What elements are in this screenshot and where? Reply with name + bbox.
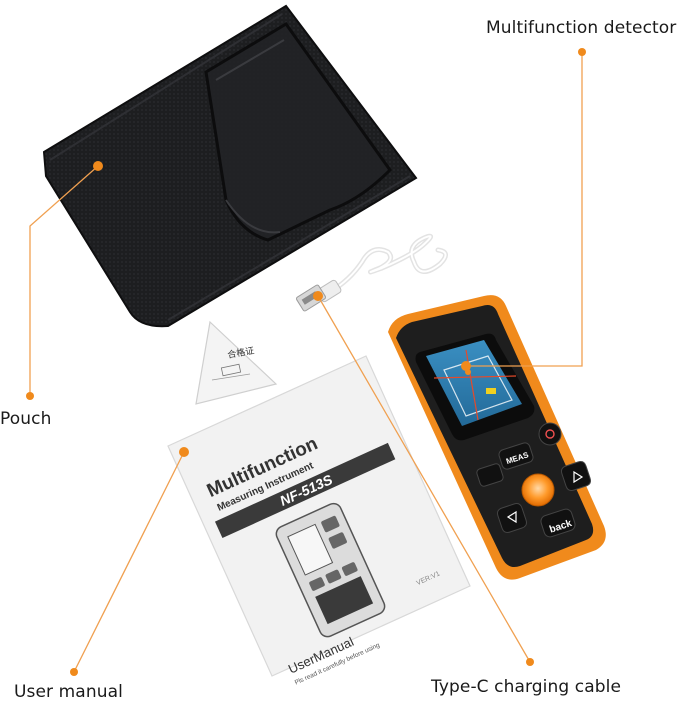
meas-button[interactable]: MEAS xyxy=(498,442,535,471)
callout-dots xyxy=(26,48,586,676)
user-manual: Multifunction Measuring Instrument NF-51… xyxy=(167,355,471,687)
certificate-text: 合格证 xyxy=(226,344,255,360)
pouch xyxy=(42,4,418,328)
left-arrow-button[interactable] xyxy=(497,503,527,533)
left-arrow-icon xyxy=(506,510,517,524)
power-button[interactable] xyxy=(538,422,562,446)
device-screen xyxy=(415,333,535,441)
right-arrow-icon xyxy=(573,470,584,484)
back-button[interactable]: back xyxy=(539,508,576,539)
center-knob[interactable] xyxy=(521,473,555,507)
right-arrow-button[interactable] xyxy=(561,461,591,491)
multifunction-detector: MEAS back xyxy=(388,295,606,580)
type-c-cable xyxy=(295,233,448,312)
certificate-card: 合格证 xyxy=(195,320,278,405)
mode-button[interactable] xyxy=(476,463,504,488)
callout-pouch: Pouch xyxy=(0,409,52,429)
power-icon xyxy=(545,429,555,439)
callout-manual: User manual xyxy=(14,682,123,702)
callout-leaders xyxy=(29,52,583,673)
callout-detector: Multifunction detector xyxy=(486,18,677,38)
callout-cable: Type-C charging cable xyxy=(431,677,622,697)
